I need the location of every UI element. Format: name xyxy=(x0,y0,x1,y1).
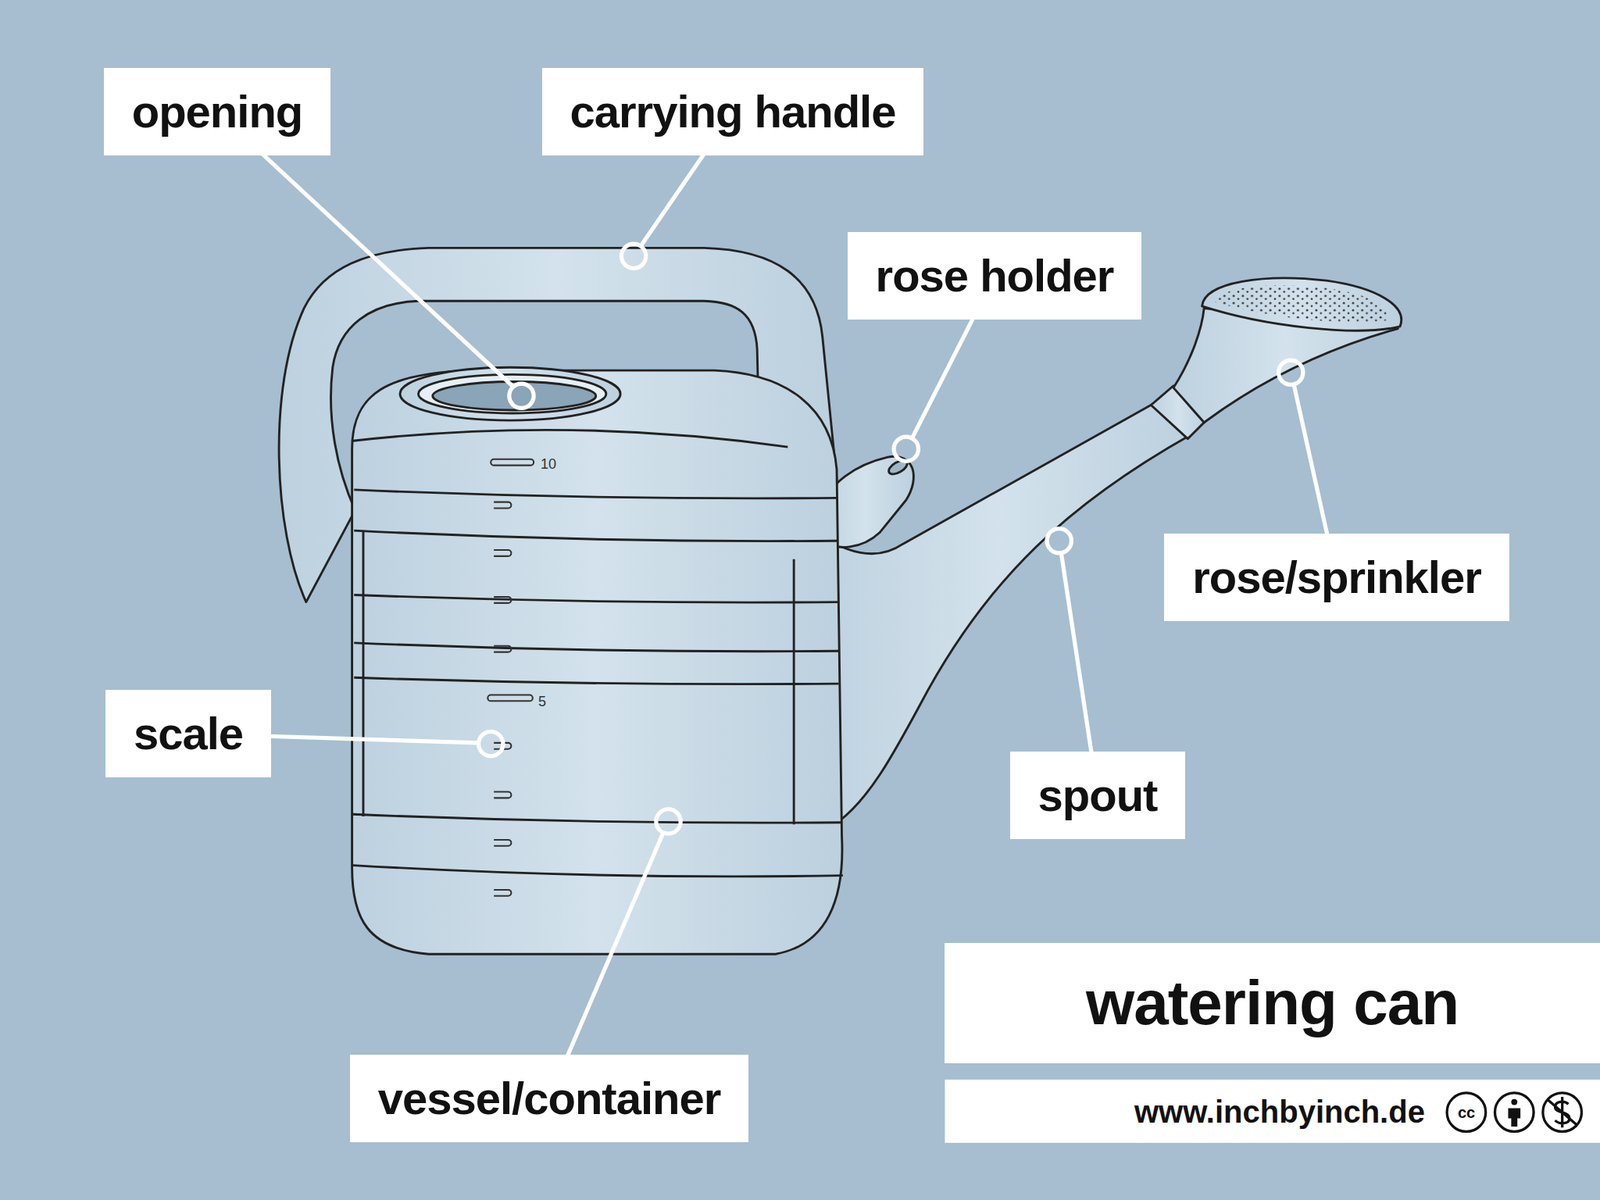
scale-mark xyxy=(493,646,511,653)
license-icons xyxy=(1446,1092,1582,1133)
leader-dot xyxy=(478,731,504,756)
band-line xyxy=(353,642,839,652)
label-box: carrying handle xyxy=(542,67,925,155)
by-icon xyxy=(1494,1092,1534,1133)
leader-dot xyxy=(1046,528,1072,554)
part-label: spout xyxy=(1038,765,1158,825)
scale-mark xyxy=(493,839,511,847)
leader-dot xyxy=(893,436,918,461)
body-edge xyxy=(792,559,796,825)
vessel-shape xyxy=(352,370,843,954)
title-band: watering can xyxy=(944,942,1600,1064)
scale-number: 10 xyxy=(540,456,557,473)
nc-strike xyxy=(1546,1099,1578,1126)
scale-mark xyxy=(493,596,511,604)
cc-icon xyxy=(1446,1092,1486,1133)
part-label: vessel/container xyxy=(378,1068,722,1128)
leader-dot xyxy=(1278,360,1304,385)
band-line xyxy=(353,530,837,541)
rose-holes xyxy=(1214,285,1389,322)
body-edge xyxy=(362,530,365,817)
opening-hole xyxy=(432,381,597,411)
scale-mark xyxy=(487,694,533,701)
label-box: spout xyxy=(1010,751,1186,839)
opening-ring xyxy=(418,374,607,414)
part-label: scale xyxy=(133,703,243,763)
url-band xyxy=(944,1079,1600,1143)
rose-head xyxy=(1202,278,1402,331)
by-head xyxy=(1510,1099,1518,1106)
nc-icon xyxy=(1542,1092,1583,1133)
body-bands xyxy=(353,489,843,877)
shoulder-line xyxy=(353,429,788,447)
leader-dot xyxy=(656,809,681,834)
by-body xyxy=(1507,1107,1521,1127)
label-box: opening xyxy=(103,67,332,155)
label-box: rose/sprinkler xyxy=(1164,533,1510,621)
label-box: rose holder xyxy=(847,232,1143,319)
scale-mark xyxy=(493,550,511,557)
band-line xyxy=(353,814,843,823)
scale-marks xyxy=(487,459,534,897)
band-line xyxy=(353,489,837,499)
leader-dot xyxy=(621,243,646,268)
title: watering can xyxy=(1085,967,1459,1040)
band-line xyxy=(353,594,839,603)
scale-mark xyxy=(493,889,511,897)
scale-mark xyxy=(493,502,511,509)
label-box: vessel/container xyxy=(350,1054,750,1142)
cc-mark: cc xyxy=(1457,1103,1475,1122)
scale-mark xyxy=(490,459,534,466)
part-label: rose holder xyxy=(875,246,1115,305)
scale-number: 5 xyxy=(538,693,547,711)
label-box: scale xyxy=(105,689,272,777)
scale-mark xyxy=(493,792,511,799)
leader-dot xyxy=(509,383,534,408)
band-line xyxy=(353,865,843,877)
website: www.inchbyinch.de xyxy=(1134,1094,1425,1130)
part-label: opening xyxy=(132,82,304,141)
opening-rim xyxy=(400,367,621,421)
part-label: rose/sprinkler xyxy=(1192,547,1482,607)
part-label: carrying handle xyxy=(570,82,897,141)
band-line xyxy=(353,677,839,684)
